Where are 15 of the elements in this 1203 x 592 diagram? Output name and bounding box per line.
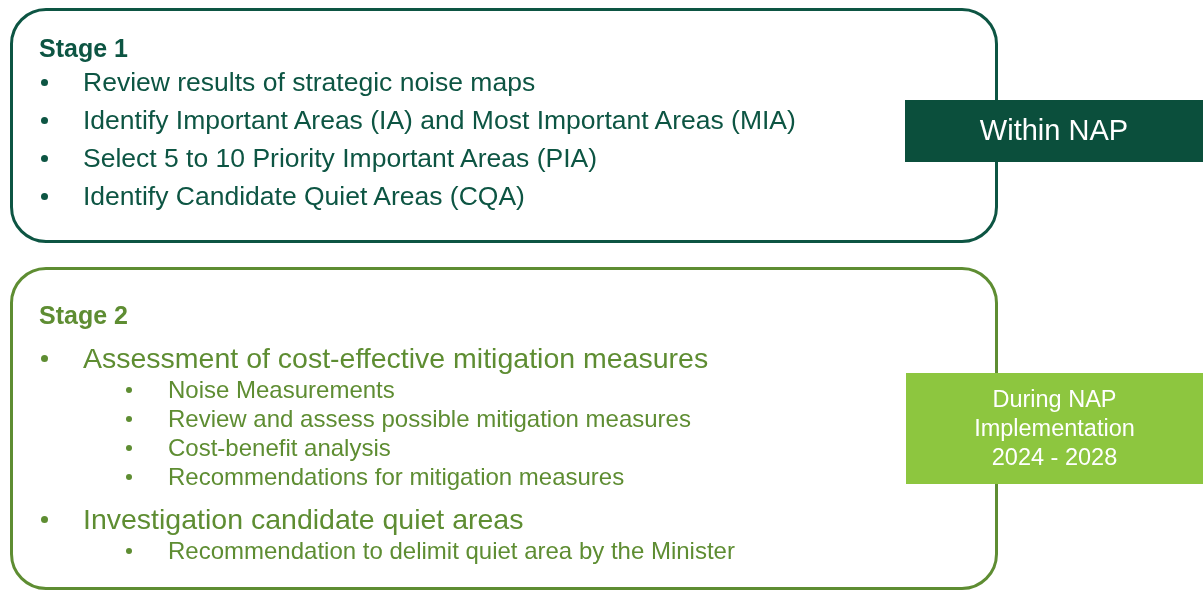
bullet-text: Assessment of cost-effective mitigation measures: [83, 342, 709, 375]
bullet-text: Recommendations for mitigation measures: [168, 462, 625, 491]
bullet-text: Review and assess possible mitigation measures: [168, 404, 691, 433]
stage-heading: Stage 1: [39, 33, 128, 63]
phase-label: During NAP Implementation 2024 - 2028: [906, 373, 1203, 484]
bullet-text: Recommendation to delimit quiet area by the Minister: [168, 536, 735, 565]
phase-label: Within NAP: [905, 100, 1203, 162]
bullet-text: Identify Important Areas (IA) and Most Important Areas (MIA): [83, 104, 796, 137]
bullet-text: Noise Measurements: [168, 375, 395, 404]
bullet-text: Cost-benefit analysis: [168, 433, 391, 462]
bullet-text: Identify Candidate Quiet Areas (CQA): [83, 180, 525, 213]
stage-heading: Stage 2: [39, 300, 128, 330]
bullet-text: Select 5 to 10 Priority Important Areas (PIA): [83, 142, 598, 175]
bullet-text: Investigation candidate quiet areas: [83, 503, 524, 536]
bullet-text: Review results of strategic noise maps: [83, 66, 536, 99]
